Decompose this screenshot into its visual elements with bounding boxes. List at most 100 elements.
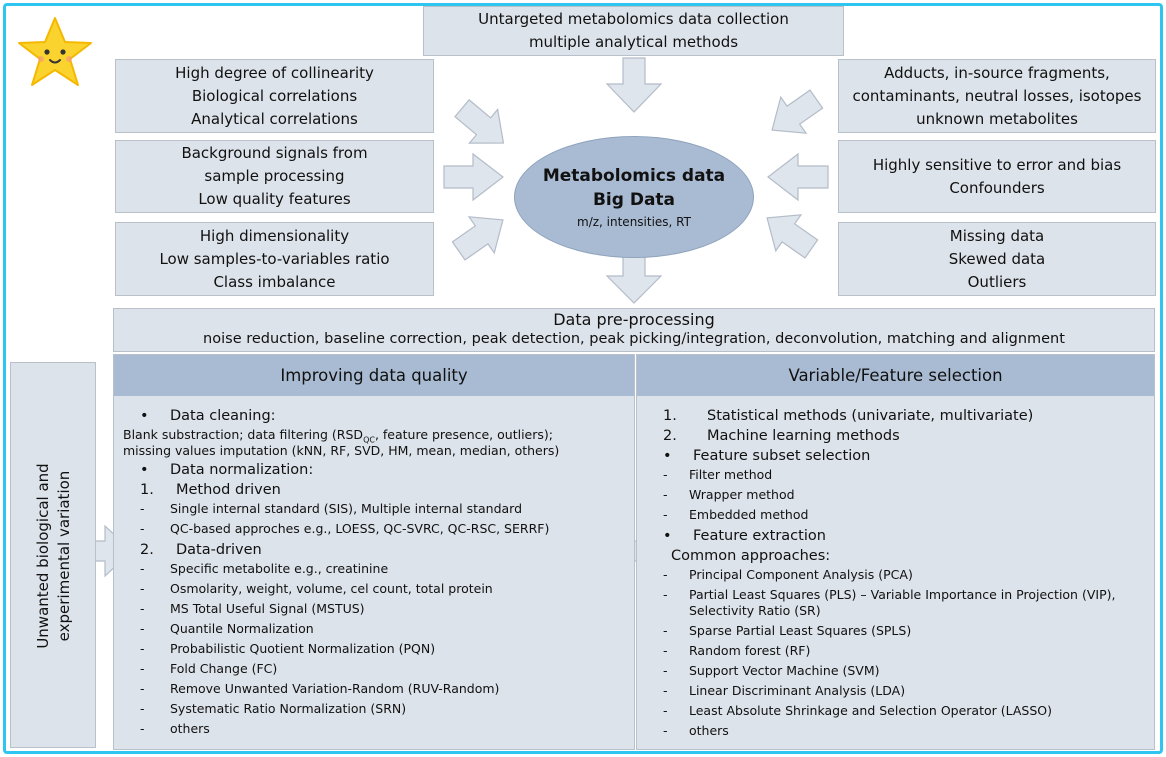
error-bias-box: Highly sensitive to error and bias Confo… <box>838 140 1156 213</box>
side-line-1: Unwanted biological and <box>34 463 52 649</box>
big-data-ellipse: Metabolomics data Big Data m/z, intensit… <box>514 136 754 258</box>
arrow-left-mid <box>443 152 504 202</box>
dash-marker: - <box>663 623 668 638</box>
box-line: contaminants, neutral losses, isotopes <box>852 86 1142 105</box>
item-number: 2. <box>663 428 677 444</box>
arrow-right-mid <box>767 152 829 202</box>
arrow-top-down <box>605 57 663 113</box>
arrow-right-lower <box>766 214 819 259</box>
preprocessing-steps: noise reduction, baseline correction, pe… <box>203 331 1065 347</box>
item-text: Linear Discriminant Analysis (LDA) <box>689 683 906 698</box>
dimensionality-box: High dimensionality Low samples-to-varia… <box>115 222 434 296</box>
item-text: Selectivity Ratio (SR) <box>689 603 821 618</box>
box-line: Low samples-to-variables ratio <box>159 249 390 268</box>
dash-marker: - <box>663 723 668 738</box>
box-line: Outliers <box>967 272 1027 291</box>
item-text: Quantile Normalization <box>170 621 314 636</box>
dash-marker: - <box>140 501 145 516</box>
ellipse-title: Metabolomics data <box>542 165 726 186</box>
arrow-right-upper <box>771 89 824 134</box>
arrow-left-lower <box>451 216 504 261</box>
box-line: Analytical correlations <box>191 109 358 128</box>
dash-marker: - <box>140 581 145 596</box>
item-text: Filter method <box>689 467 773 482</box>
item-text: Remove Unwanted Variation-Random (RUV-Ra… <box>170 681 500 696</box>
preprocessing-title: Data pre-processing <box>553 310 715 329</box>
dash-marker: - <box>140 641 145 656</box>
missing-data-box: Missing data Skewed data Outliers <box>838 222 1156 296</box>
dash-marker: - <box>663 587 668 602</box>
data-collection-box: Untargeted metabolomics data collection … <box>423 6 844 56</box>
list-item: Common approaches: <box>671 548 831 564</box>
item-text: Partial Least Squares (PLS) – Variable I… <box>689 587 1116 602</box>
box-line: Skewed data <box>948 249 1046 268</box>
unwanted-variation-label: Unwanted biological and experimental var… <box>33 463 75 648</box>
ellipse-subtitle: Big Data <box>592 189 676 210</box>
dash-marker: - <box>663 567 668 582</box>
feature-selection-title: Variable/Feature selection <box>637 355 1154 396</box>
dash-marker: - <box>140 561 145 576</box>
item-text: Data-driven <box>176 542 262 558</box>
item-text: Data normalization: <box>170 462 314 478</box>
improving-quality-content: • Data cleaning: Blank substraction; data … <box>114 400 634 749</box>
item-text: Fold Change (FC) <box>170 661 278 676</box>
box-line: High degree of collinearity <box>175 63 374 82</box>
box-line: Low quality features <box>198 190 351 208</box>
rsd-subscript: QC <box>363 435 375 445</box>
list-item: missing values imputation (kNN, RF, SVD,… <box>123 443 560 458</box>
item-text: Method driven <box>176 482 281 498</box>
item-text: Probabilistic Quotient Normalization (PQ… <box>170 641 436 656</box>
dash-marker: - <box>663 487 668 502</box>
item-text: Feature subset selection <box>693 448 871 464</box>
dash-marker: - <box>140 521 145 536</box>
bullet-icon: • <box>140 462 149 478</box>
item-text: Osmolarity, weight, volume, cel count, t… <box>170 581 493 596</box>
item-text: Embedded method <box>689 507 809 522</box>
unwanted-variation-box: Unwanted biological and experimental var… <box>10 362 96 748</box>
item-number: 1. <box>140 482 154 498</box>
dash-marker: - <box>663 663 668 678</box>
box-line: Confounders <box>949 178 1045 197</box>
box-line: Class imbalance <box>213 272 336 291</box>
improving-quality-title: Improving data quality <box>114 355 634 396</box>
item-text-rest: , feature presence, outliers); <box>374 427 553 442</box>
item-text: others <box>170 721 210 736</box>
adducts-box: Adducts, in-source fragments, contaminan… <box>838 59 1156 133</box>
dash-marker: - <box>140 621 145 636</box>
star-icon <box>18 17 92 86</box>
feature-selection-content: 1.Statistical methods (univariate, multi… <box>637 400 1154 749</box>
dash-marker: - <box>663 507 668 522</box>
ellipse-caption: m/z, intensities, RT <box>577 214 691 229</box>
box-line: unknown metabolites <box>916 109 1078 128</box>
item-number: 2. <box>140 542 154 558</box>
improving-quality-panel: Improving data quality • Data cleaning: Bl… <box>113 354 635 750</box>
item-number: 1. <box>663 408 677 424</box>
item-text: Least Absolute Shrinkage and Selection O… <box>689 703 1053 718</box>
side-line-2: experimental variation <box>55 470 73 642</box>
preprocessing-box: Data pre-processing noise reduction, bas… <box>113 308 1155 352</box>
dash-marker: - <box>140 701 145 716</box>
box-line: Highly sensitive to error and bias <box>872 155 1122 174</box>
diagram-frame <box>3 3 1163 754</box>
dash-marker: - <box>140 681 145 696</box>
item-text: MS Total Useful Signal (MSTUS) <box>170 601 365 616</box>
item-text: Data cleaning: <box>170 408 276 424</box>
background-signals-box: Background signals from sample processin… <box>115 140 434 213</box>
data-collection-line-2: multiple analytical methods <box>528 33 739 51</box>
dash-marker: - <box>140 601 145 616</box>
item-text: Machine learning methods <box>707 428 900 444</box>
arrow-left-upper <box>454 99 505 144</box>
dash-marker: - <box>140 661 145 676</box>
item-text: Wrapper method <box>689 487 795 502</box>
dash-marker: - <box>663 467 668 482</box>
box-line: Background signals from <box>181 144 368 162</box>
dash-marker: - <box>663 683 668 698</box>
item-text: others <box>689 723 729 738</box>
item-text: Sparse Partial Least Squares (SPLS) <box>689 623 912 638</box>
box-line: Biological correlations <box>191 86 358 105</box>
box-line: Adducts, in-source fragments, <box>884 63 1110 82</box>
item-text: Principal Component Analysis (PCA) <box>689 567 913 582</box>
item-text: Random forest (RF) <box>689 643 811 658</box>
list-item: Blank substraction; data filtering (RSDQ… <box>123 427 553 449</box>
data-collection-line-1: Untargeted metabolomics data collection <box>478 10 789 28</box>
